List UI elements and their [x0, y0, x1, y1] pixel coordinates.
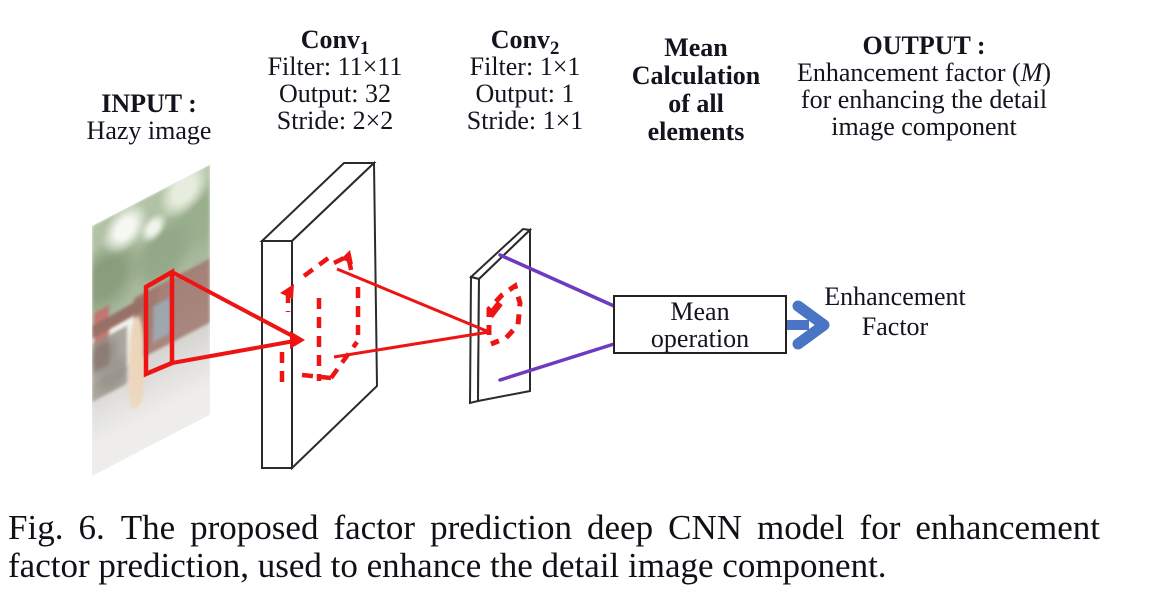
- projection-cone-2: [333, 267, 490, 359]
- mean-line4: elements: [647, 117, 745, 146]
- conv2-filter: Filter: 1×1: [469, 52, 581, 81]
- caption-text-line1: The proposed factor prediction deep CNN …: [120, 508, 1100, 547]
- caption-fig-number: Fig. 6.: [8, 508, 105, 547]
- mean-line3: of all: [668, 89, 724, 118]
- conv2-title: Conv2: [490, 25, 560, 60]
- conv1-front-face: [261, 240, 293, 469]
- cube-top-left-edge: [302, 254, 333, 278]
- mean-box-line1: Mean: [670, 297, 730, 326]
- result-line2: Factor: [861, 312, 929, 341]
- mean-projection-lines: [498, 253, 616, 382]
- output-title: OUTPUT :: [862, 31, 986, 60]
- mean-box-line2: operation: [650, 324, 750, 353]
- conv1-stride: Stride: 2×2: [276, 106, 394, 135]
- purple-top-line: [498, 253, 616, 308]
- cube-top-right-corner: [332, 252, 355, 275]
- output-column-label: OUTPUT : Enhancement factor (M) for enha…: [759, 32, 1089, 140]
- output-line3: for enhancing the detail: [800, 85, 1048, 114]
- conv2-feature-cube-dashed: [486, 281, 523, 347]
- cone2-bottom-line: [333, 330, 490, 359]
- output-line4: image component: [831, 112, 1017, 141]
- mini-cube-accent: [487, 300, 503, 319]
- projection-cone-1: [171, 270, 301, 365]
- mean-line2: Calculation: [631, 61, 761, 90]
- result-line1: Enhancement: [824, 282, 966, 311]
- enhancement-factor-label: Enhancement Factor: [795, 282, 995, 342]
- figure-caption: Fig. 6. The proposed factor prediction de…: [8, 509, 1100, 585]
- mini-cube-outline: [486, 281, 523, 347]
- output-line2: Enhancement factor (M): [796, 58, 1052, 87]
- caption-text-line2: factor prediction, used to enhance the d…: [8, 546, 887, 585]
- arrow-chevron-head: [792, 300, 830, 350]
- output-arrow: [787, 300, 830, 350]
- conv2-column-label: Conv2 Filter: 1×1 Output: 1 Stride: 1×1: [430, 26, 620, 134]
- mean-column-label: Mean Calculation of all elements: [601, 34, 791, 146]
- mean-operation-box: Mean operation: [613, 295, 787, 354]
- input-title: INPUT :: [101, 89, 197, 118]
- patch-outline: [143, 268, 175, 378]
- conv2-stride: Stride: 1×1: [466, 106, 584, 135]
- caption-line1: Fig. 6. The proposed factor prediction de…: [8, 509, 1100, 547]
- input-subtitle: Hazy image: [86, 116, 212, 145]
- conv1-layer-slab: [259, 160, 379, 471]
- conv2-layer-slab: [468, 227, 533, 405]
- cone2-top-line: [336, 267, 490, 334]
- input-column-label: INPUT : Hazy image: [49, 90, 249, 144]
- conv1-column-label: Conv1 Filter: 11×11 Output: 32 Stride: 2…: [240, 26, 430, 134]
- cone1-top-line: [171, 270, 301, 342]
- conv2-front-face: [476, 227, 531, 403]
- cube-arrowhead-left: [280, 284, 294, 299]
- conv1-output: Output: 32: [279, 79, 391, 108]
- cube-bottom-edge: [301, 372, 332, 381]
- conv1-title: Conv1: [300, 25, 370, 60]
- cone1-bottom-line: [171, 338, 301, 365]
- conv1-filter: Filter: 11×11: [267, 52, 403, 81]
- purple-bottom-line: [498, 342, 616, 382]
- receptive-field-patch: [143, 268, 175, 378]
- cone1-arrowhead: [290, 331, 305, 349]
- cube-arrowhead-up: [341, 250, 353, 264]
- conv2-output: Output: 1: [475, 79, 575, 108]
- cube-bottom-right-edge: [329, 340, 359, 380]
- mean-line1: Mean: [664, 33, 728, 62]
